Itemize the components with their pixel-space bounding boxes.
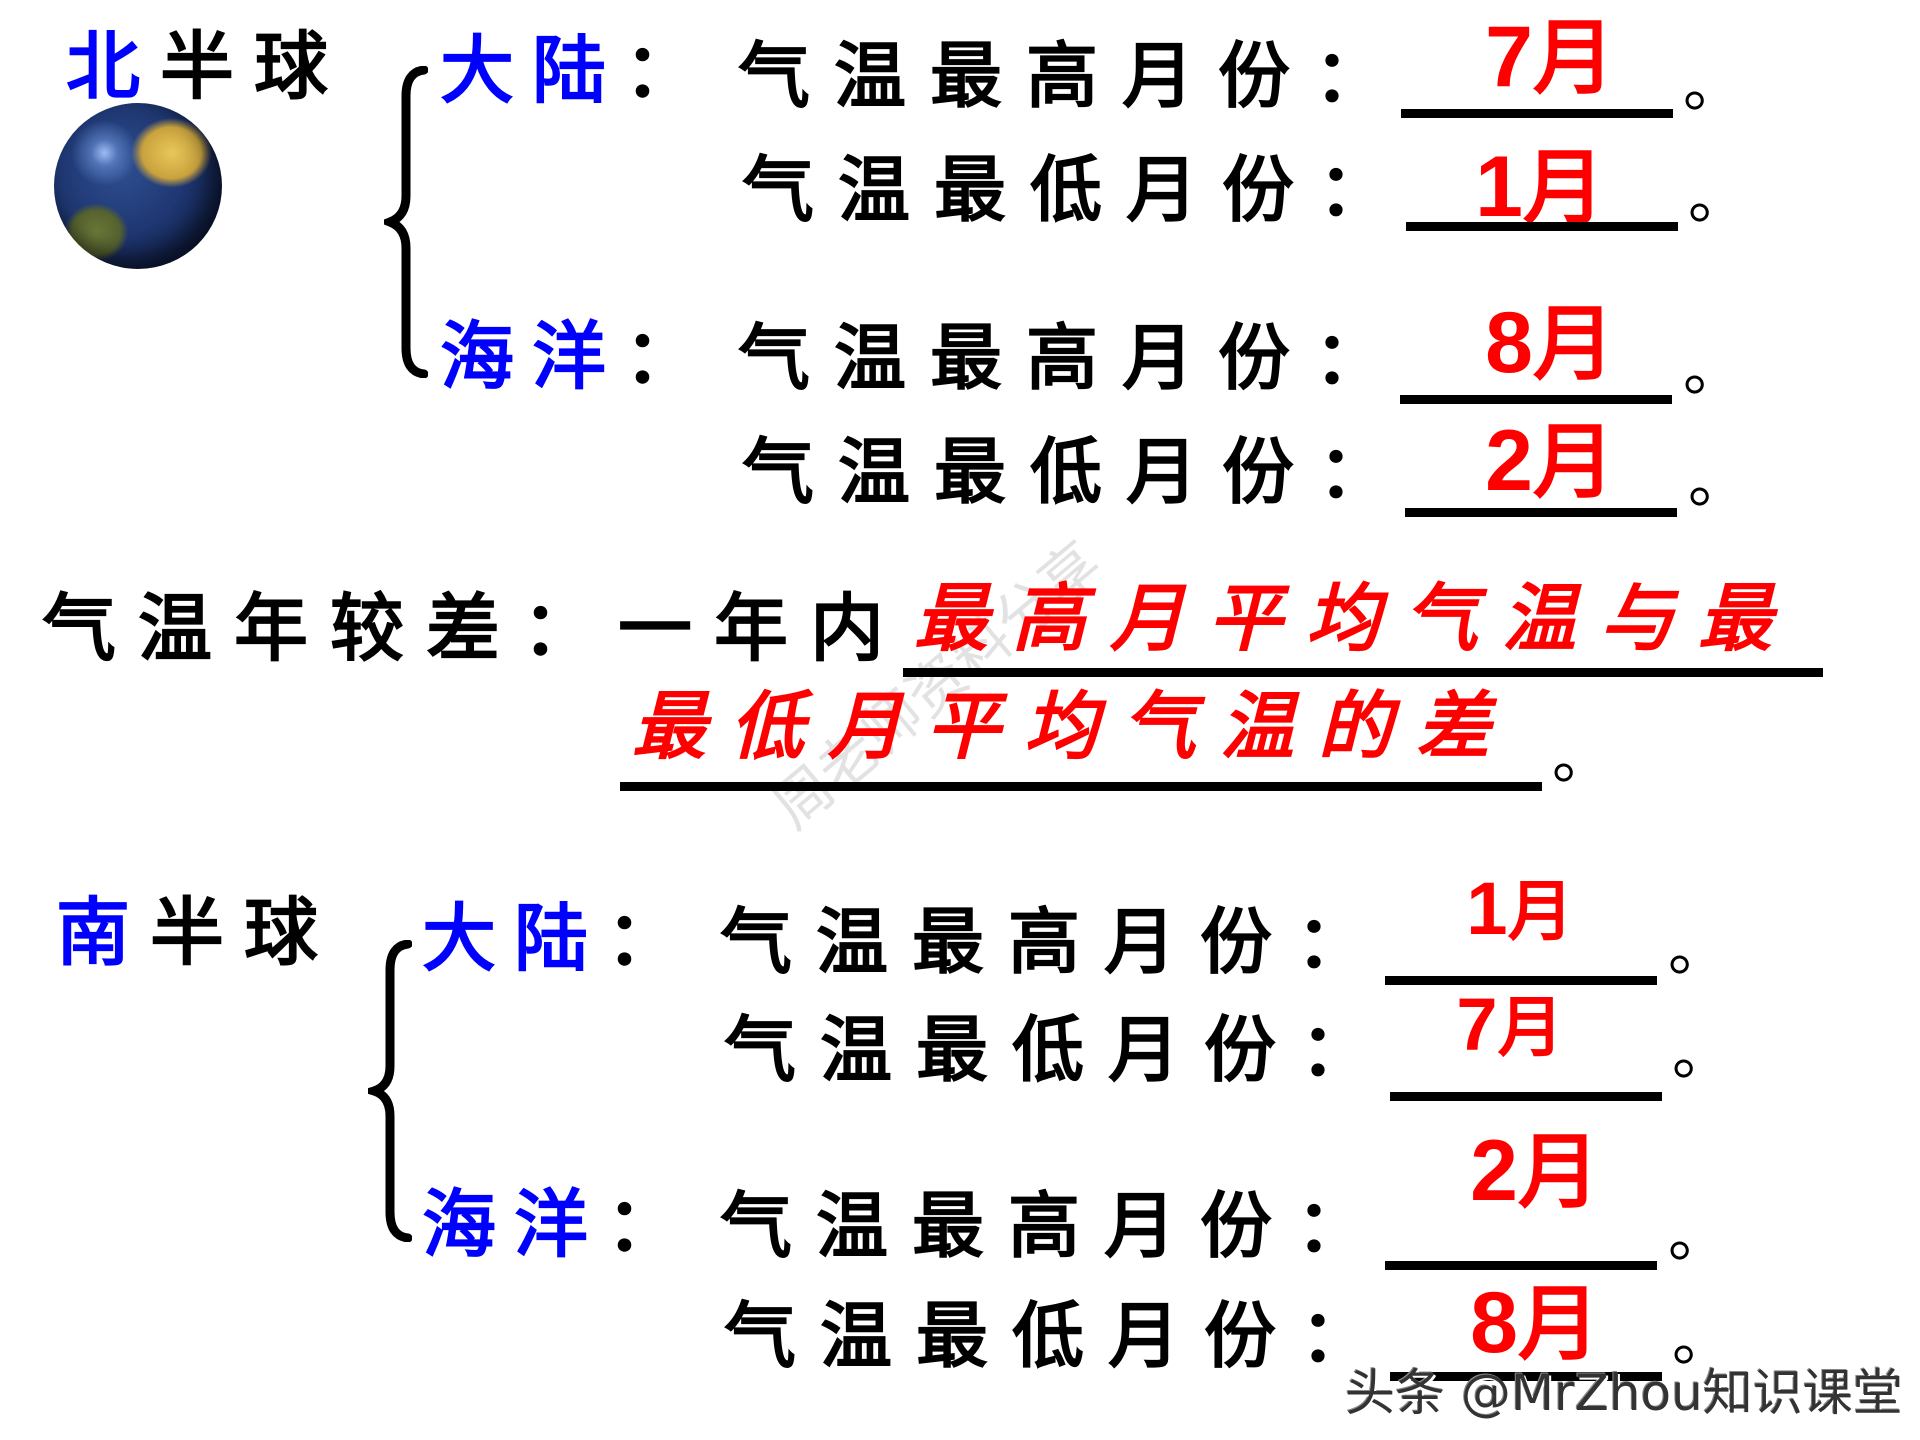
- south-land-min-answer[interactable]: 7月: [1456, 983, 1564, 1066]
- south-ocean-label: 海洋：: [422, 1182, 698, 1268]
- north-ocean-max-label: 气温最高月份：: [738, 316, 1411, 400]
- north-land-min-blank: [1406, 222, 1678, 231]
- south-ocean-min-label: 气温最低月份：: [724, 1294, 1397, 1378]
- south-land-max-answer[interactable]: 1月: [1466, 867, 1574, 950]
- north-curly-brace: [384, 66, 428, 378]
- north-ocean-max-answer[interactable]: 8月: [1485, 295, 1615, 392]
- south-ocean-min-answer[interactable]: 8月: [1470, 1275, 1600, 1372]
- north-ocean-min-label: 气温最低月份：: [742, 430, 1415, 514]
- south-hemisphere-title: 南半球: [56, 896, 338, 970]
- period: 。: [1688, 447, 1748, 517]
- definition-blank-line2: [620, 782, 1542, 791]
- south-ocean-max-blank: [1385, 1261, 1657, 1270]
- period: 。: [1672, 1305, 1732, 1375]
- term: 气温年较差：: [42, 586, 618, 672]
- south-curly-brace: [368, 940, 412, 1242]
- period: 。: [1683, 51, 1743, 121]
- north-land-max-label: 气温最高月份：: [738, 34, 1411, 118]
- annual-range-term: 气温年较差：一年内: [42, 592, 906, 666]
- definition-answer-line2[interactable]: 最低月平均气温的差: [632, 684, 1514, 770]
- source-watermark: 头条 @MrZhou知识课堂: [1345, 1364, 1903, 1422]
- definition-answer-line1[interactable]: 最高月平均气温与最: [914, 576, 1796, 662]
- south-land-max-blank: [1385, 976, 1657, 985]
- term-prefix: 一年内: [618, 586, 906, 672]
- hemisphere-chars: 半球: [150, 890, 338, 976]
- period: 。: [1552, 723, 1612, 793]
- period: 。: [1688, 163, 1748, 233]
- north-land-min-answer[interactable]: 1月: [1475, 139, 1605, 236]
- south-land-min-blank: [1390, 1092, 1662, 1101]
- south-ocean-max-answer[interactable]: 2月: [1470, 1123, 1600, 1220]
- north-land-label: 大陆：: [440, 28, 716, 114]
- north-land-min-label: 气温最低月份：: [742, 148, 1415, 232]
- north-ocean-min-answer[interactable]: 2月: [1485, 413, 1615, 510]
- south-land-max-label: 气温最高月份：: [720, 900, 1393, 984]
- south-char: 南: [56, 890, 150, 976]
- period: 。: [1668, 1201, 1728, 1271]
- period: 。: [1683, 335, 1743, 405]
- north-ocean-max-blank: [1400, 395, 1672, 404]
- north-hemisphere-title: 北半球: [66, 30, 348, 104]
- north-ocean-label: 海洋：: [440, 314, 716, 400]
- earth-globe-icon: [54, 103, 222, 269]
- north-char: 北: [66, 24, 160, 110]
- period: 。: [1668, 915, 1728, 985]
- south-ocean-max-label: 气温最高月份：: [720, 1184, 1393, 1268]
- north-land-max-blank: [1401, 109, 1673, 118]
- south-ocean-min-blank: [1390, 1372, 1662, 1381]
- north-land-max-answer[interactable]: 7月: [1485, 9, 1615, 106]
- south-land-label: 大陆：: [422, 896, 698, 982]
- north-ocean-min-blank: [1405, 508, 1677, 517]
- period: 。: [1672, 1019, 1732, 1089]
- hemisphere-chars: 半球: [160, 24, 348, 110]
- definition-blank-line1: [903, 668, 1823, 677]
- south-land-min-label: 气温最低月份：: [724, 1008, 1397, 1092]
